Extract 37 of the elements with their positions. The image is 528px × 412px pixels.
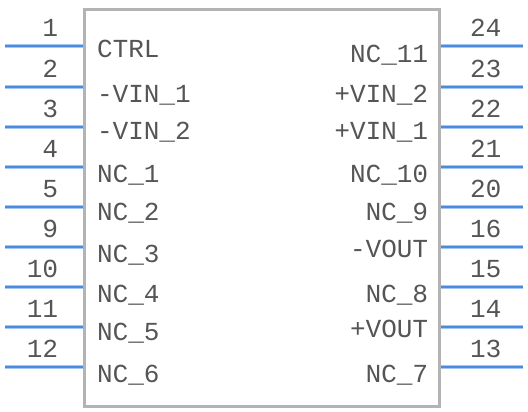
pin-number: 22	[470, 96, 502, 124]
pin-number: 13	[470, 336, 502, 364]
ic-body	[83, 8, 441, 408]
pin-name: +VIN_1	[334, 118, 428, 146]
pin-number: 14	[470, 296, 502, 324]
pin-name: +VIN_2	[334, 81, 428, 109]
pin-name: NC_9	[366, 199, 428, 227]
pin-name: NC_7	[366, 361, 428, 389]
pin-number: 5	[42, 176, 58, 204]
pin-number: 11	[26, 296, 58, 324]
pin-name: CTRL	[97, 36, 160, 64]
pin-number: 20	[470, 176, 502, 204]
pin-name: NC_1	[97, 161, 160, 189]
pin-number: 12	[26, 336, 58, 364]
pin-number: 16	[470, 216, 502, 244]
pin-number: 24	[470, 15, 502, 43]
pin-name: NC_2	[97, 199, 160, 227]
pin-name: NC_11	[350, 41, 428, 69]
pin-name: NC_5	[97, 319, 160, 347]
pin-number: 9	[42, 216, 58, 244]
pin-name: NC_6	[97, 361, 160, 389]
pin-name: NC_3	[97, 241, 160, 269]
pin-number: 23	[470, 56, 502, 84]
pin-number: 10	[26, 256, 58, 284]
pin-name: NC_8	[366, 281, 428, 309]
pin-name: -VIN_2	[97, 118, 191, 146]
pin-number: 1	[42, 15, 58, 43]
pin-number: 4	[42, 136, 58, 164]
pin-number: 15	[470, 256, 502, 284]
pin-number: 2	[42, 56, 58, 84]
pin-number: 21	[470, 136, 502, 164]
pin-name: NC_4	[97, 281, 160, 309]
pin-name: NC_10	[350, 161, 428, 189]
pin-name: +VOUT	[350, 316, 428, 344]
pin-name: -VIN_1	[97, 81, 191, 109]
pin-number: 3	[42, 96, 58, 124]
pin-name: -VOUT	[350, 236, 428, 264]
